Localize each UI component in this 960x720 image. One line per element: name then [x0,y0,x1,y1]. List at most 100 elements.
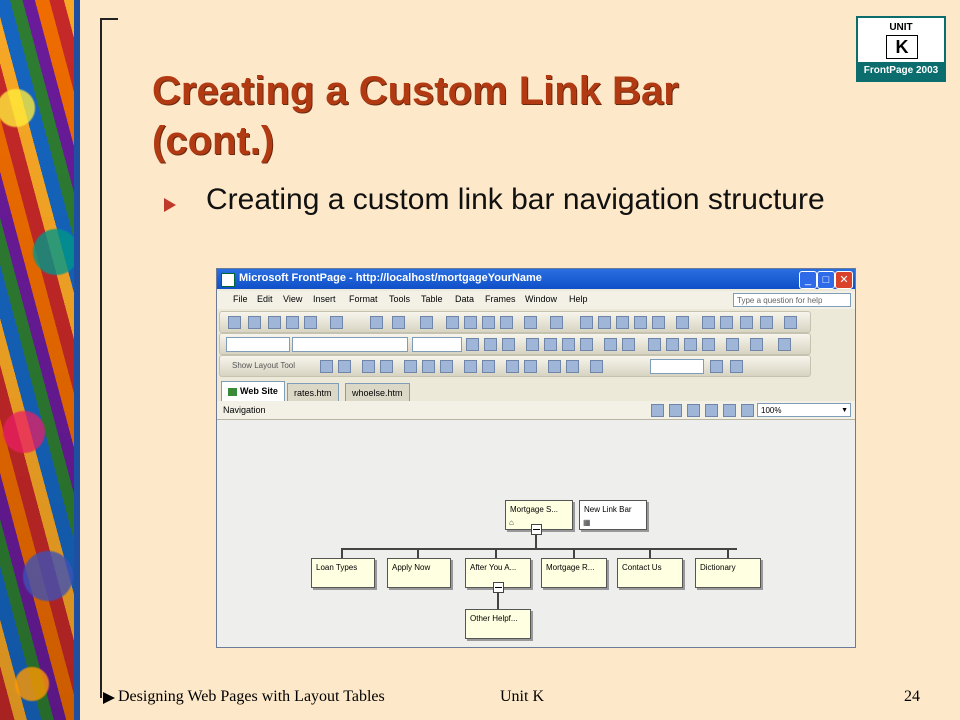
font-color-icon[interactable] [778,338,791,351]
help-icon[interactable] [784,316,797,329]
show-all-icon[interactable] [740,316,753,329]
spelling-icon[interactable] [392,316,405,329]
menu-data[interactable]: Data [455,294,475,304]
external-link-icon[interactable] [741,404,754,417]
drawing-icon[interactable] [652,316,665,329]
insert-component-icon[interactable] [580,316,593,329]
tab-rates[interactable]: rates.htm [287,383,339,402]
numbering-icon[interactable] [648,338,661,351]
fill-down-icon[interactable] [710,360,723,373]
show-layout-tool-label[interactable]: Show Layout Tool [232,361,296,370]
new-page-icon[interactable] [669,404,682,417]
nav-node-child[interactable]: Dictionary [695,558,761,588]
insert-table-icon[interactable] [598,316,611,329]
distribute-rows-icon[interactable] [524,360,537,373]
redo-icon[interactable] [550,316,563,329]
preview-icon[interactable] [330,316,343,329]
distribute-columns-icon[interactable] [548,360,561,373]
menu-frames[interactable]: Frames [485,294,516,304]
menu-table[interactable]: Table [421,294,443,304]
include-in-link-bars-icon[interactable] [723,404,736,417]
view-label: Navigation [223,405,266,415]
draw-table-icon[interactable] [362,360,375,373]
help-search-input[interactable]: Type a question for help [733,293,851,307]
menu-tools[interactable]: Tools [389,294,411,304]
cut-icon[interactable] [446,316,459,329]
nav-node-link-bar[interactable]: New Link Bar ▦ [579,500,647,530]
nav-node-child[interactable]: Loan Types [311,558,375,588]
bold-icon[interactable] [466,338,479,351]
align-top-icon[interactable] [464,360,477,373]
align-left-icon[interactable] [526,338,539,351]
view-subtree-icon[interactable] [687,404,700,417]
underline-icon[interactable] [502,338,515,351]
nav-node-child[interactable]: Contact Us [617,558,683,588]
menu-view[interactable]: View [283,294,303,304]
zoom-select[interactable]: 100%▼ [757,403,851,417]
align-right-icon[interactable] [562,338,575,351]
refresh-icon[interactable] [702,316,715,329]
menu-insert[interactable]: Insert [313,294,336,304]
font-dropdown[interactable] [292,337,408,352]
menu-file[interactable]: File [233,294,248,304]
hyperlink-icon[interactable] [676,316,689,329]
decrease-font-icon[interactable] [622,338,635,351]
borders-icon[interactable] [726,338,739,351]
menu-help[interactable]: Help [569,294,588,304]
nav-node-child[interactable]: Apply Now [387,558,451,588]
minimize-icon[interactable]: _ [799,271,817,289]
insert-picture-icon[interactable] [634,316,647,329]
maximize-icon[interactable]: □ [817,271,835,289]
justify-icon[interactable] [580,338,593,351]
nav-node-grandchild[interactable]: Other Helpf... [465,609,531,639]
menu-format[interactable]: Format [349,294,378,304]
menu-edit[interactable]: Edit [257,294,273,304]
collapse-icon[interactable] [531,524,542,535]
insert-rows-icon[interactable] [404,360,417,373]
publish-icon[interactable] [304,316,317,329]
insert-columns-icon[interactable] [422,360,435,373]
insert-layer-icon[interactable] [616,316,629,329]
undo-icon[interactable] [524,316,537,329]
layout-cell-icon[interactable] [338,360,351,373]
tab-web-site[interactable]: Web Site [221,381,285,402]
spell-check-icon[interactable] [420,316,433,329]
anchor-icon[interactable] [760,316,773,329]
highlight-icon[interactable] [750,338,763,351]
bullets-icon[interactable] [666,338,679,351]
align-bottom-icon[interactable] [506,360,519,373]
fill-right-icon[interactable] [730,360,743,373]
italic-icon[interactable] [484,338,497,351]
copy-icon[interactable] [464,316,477,329]
open-icon[interactable] [248,316,261,329]
portrait-landscape-icon[interactable] [705,404,718,417]
nav-node-child[interactable]: Mortgage R... [541,558,607,588]
font-size-dropdown[interactable] [412,337,462,352]
tab-whoelse[interactable]: whoelse.htm [345,383,410,402]
stop-icon[interactable] [720,316,733,329]
delete-cells-icon[interactable] [440,360,453,373]
increase-font-icon[interactable] [604,338,617,351]
increase-indent-icon[interactable] [702,338,715,351]
autofit-icon[interactable] [566,360,579,373]
nav-node-child[interactable]: After You A... [465,558,531,588]
save-icon[interactable] [268,316,281,329]
eraser-icon[interactable] [380,360,393,373]
center-vertically-icon[interactable] [482,360,495,373]
menu-window[interactable]: Window [525,294,558,304]
new-top-page-icon[interactable] [651,404,664,417]
table-autoformat-dropdown[interactable] [650,359,704,374]
close-icon[interactable]: ✕ [835,271,853,289]
align-center-icon[interactable] [544,338,557,351]
print-icon[interactable] [370,316,383,329]
fill-color-icon[interactable] [590,360,603,373]
format-painter-icon[interactable] [500,316,513,329]
decrease-indent-icon[interactable] [684,338,697,351]
art-strip-edge [74,0,80,720]
search-icon[interactable] [286,316,299,329]
style-dropdown[interactable] [226,337,290,352]
collapse-icon[interactable] [493,582,504,593]
paste-icon[interactable] [482,316,495,329]
new-page-icon[interactable] [228,316,241,329]
layout-table-icon[interactable] [320,360,333,373]
